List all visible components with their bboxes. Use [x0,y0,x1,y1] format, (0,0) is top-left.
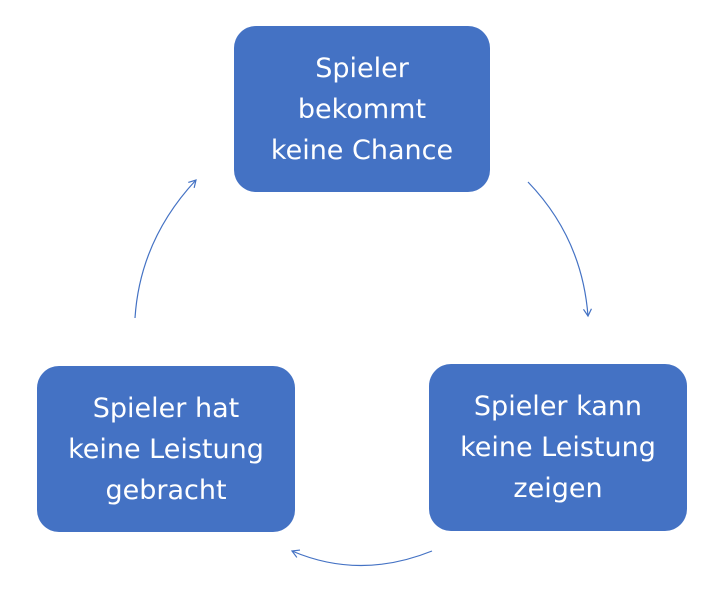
arrow-right-to-left [290,549,433,567]
node-spieler-kann-keine-leistung-zeigen: Spieler kann keine Leistung zeigen [429,364,687,531]
arrow-left-to-top [134,179,197,319]
node-label: Spieler bekommt keine Chance [270,52,454,166]
node-spieler-bekommt-keine-chance: Spieler bekommt keine Chance [234,26,490,192]
node-label: Spieler kann keine Leistung zeigen [460,391,656,504]
node-label: Spieler hat keine Leistung gebracht [68,392,264,506]
node-spieler-hat-keine-leistung-gebracht: Spieler hat keine Leistung gebracht [37,366,295,532]
arrow-top-to-right [527,181,592,318]
